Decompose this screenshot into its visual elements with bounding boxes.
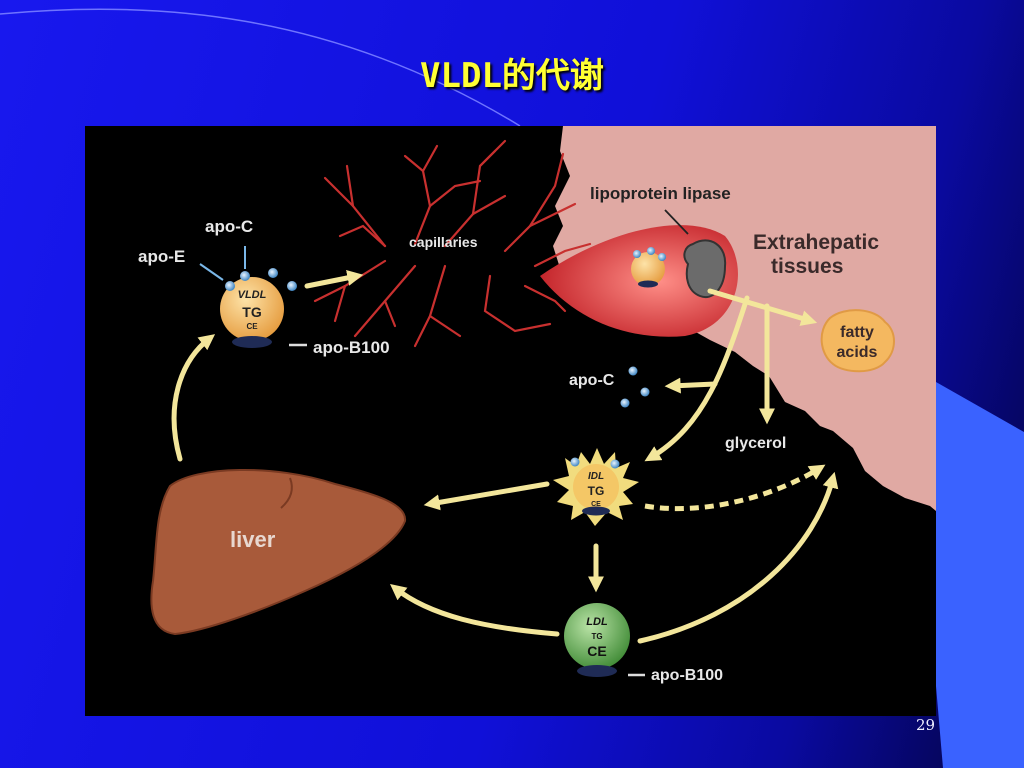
fatty-acids-blob [820, 309, 895, 373]
label-lipoprotein-lipase: lipoprotein lipase [590, 184, 731, 203]
apo-c-molecules [620, 366, 650, 408]
label-apo-c-top: apo-C [205, 217, 253, 236]
figure-drawing: VLDL TG CE IDL TG CE LDL [138, 126, 936, 684]
decorative-arc [0, 8, 521, 127]
label-apo-c-mid: apo-C [569, 372, 615, 389]
vldl-name: VLDL [238, 289, 267, 301]
arrow-to-apoc [664, 377, 718, 394]
label-capillaries: capillaries [409, 234, 478, 250]
arrow-lpl-to-fatty-acids [707, 288, 818, 326]
ldl-particle: LDL TG CE [564, 603, 630, 677]
liver-organ [150, 469, 407, 636]
label-glycerol: glycerol [725, 435, 786, 452]
arrow-ldl-to-tissues [637, 471, 839, 644]
apo-e-pointer [199, 263, 224, 281]
label-apo-b100-top: apo-B100 [313, 338, 390, 357]
ldl-name: LDL [586, 616, 608, 628]
vldl-metabolism-figure: VLDL TG CE IDL TG CE LDL [85, 126, 936, 716]
decorative-wedge [936, 382, 1024, 768]
lpl-pointer [664, 209, 689, 235]
liver-lobe-line [280, 477, 293, 509]
label-tissues: tissues [771, 255, 843, 278]
lipoprotein-lipase-enzyme [683, 239, 727, 299]
ldl-tg: TG [591, 632, 602, 641]
idl-ce: CE [591, 501, 601, 508]
idl-name: IDL [588, 471, 604, 482]
page-number: 29 [916, 716, 936, 734]
idl-tg: TG [588, 484, 605, 498]
extrahepatic-tissue [553, 126, 936, 511]
arrow-idl-to-liver [423, 481, 550, 511]
label-apo-e: apo-E [138, 247, 185, 266]
arrow-idl-to-tissues-dashed [644, 464, 826, 512]
label-acids: acids [837, 344, 878, 361]
ldl-ce: CE [587, 643, 606, 659]
label-apo-b100-bottom: apo-B100 [651, 667, 723, 684]
label-extrahepatic: Extrahepatic [753, 231, 879, 254]
idl-particle: IDL TG CE [553, 448, 639, 526]
arrow-ldl-to-liver [390, 584, 560, 637]
vldl-particle: VLDL TG CE [220, 268, 297, 348]
arrow-vldl-to-capillaries [304, 270, 364, 289]
vldl-tg: TG [242, 304, 262, 320]
vldl-ce: CE [246, 322, 258, 331]
slide-title: VLDL的代谢 [420, 56, 604, 96]
pathway-arrows [171, 270, 839, 644]
arrow-to-idl [644, 295, 750, 462]
label-fatty: fatty [840, 324, 874, 341]
label-liver: liver [230, 527, 276, 552]
capillary-network [313, 139, 592, 348]
arrow-liver-to-vldl [171, 334, 216, 462]
vessel-vldl-particle [631, 247, 666, 288]
